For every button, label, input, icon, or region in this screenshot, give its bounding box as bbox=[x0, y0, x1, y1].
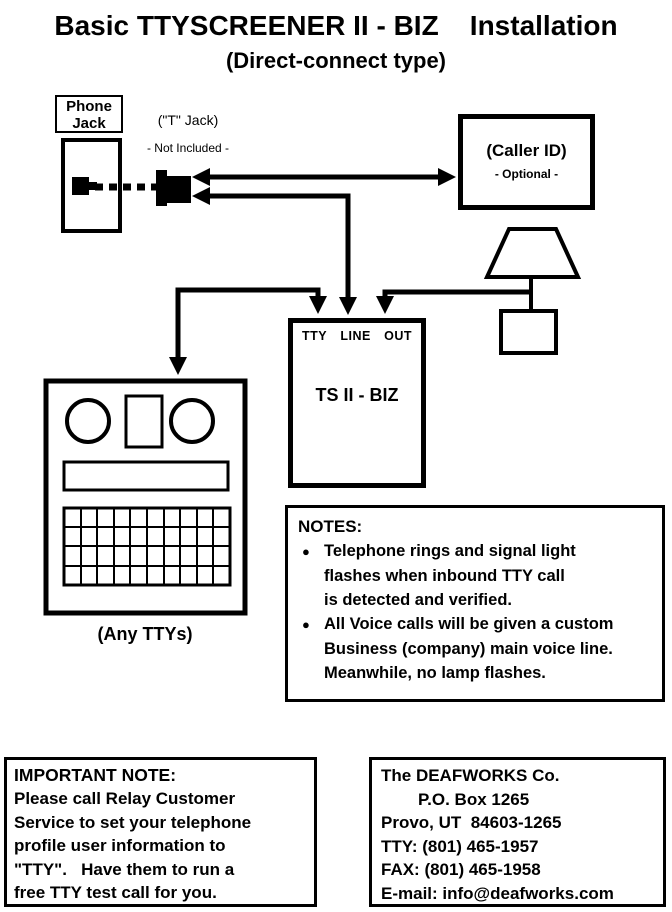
note-line: ● All Voice calls will be given a custom bbox=[296, 612, 654, 637]
tty-caption: (Any TTYs) bbox=[97, 624, 193, 644]
terminal-tty: TTY bbox=[302, 329, 328, 343]
terminal-labels: TTY LINE OUT bbox=[293, 323, 421, 343]
note-line: flashes when inbound TTY call bbox=[324, 567, 565, 585]
fax-line: FAX: (801) 465-1958 bbox=[381, 860, 541, 879]
notes-box: NOTES: ● Telephone rings and signal light… bbox=[285, 505, 665, 702]
caller-id-note: - Optional - bbox=[494, 167, 559, 181]
po-box-line: P.O. Box 1265 bbox=[418, 789, 530, 809]
t-jack-label: ("T" Jack) bbox=[157, 112, 219, 128]
bullet-icon: ● bbox=[302, 544, 310, 559]
important-note-line: free TTY test call for you. bbox=[14, 883, 217, 902]
page-subtitle: (Direct-connect type) bbox=[225, 48, 447, 73]
company-name: The DEAFWORKS Co. bbox=[381, 766, 560, 785]
tty-left-cup bbox=[65, 398, 111, 444]
arrow-lamp-to-out-terminal bbox=[376, 289, 530, 314]
important-note-heading: IMPORTANT NOTE: bbox=[14, 765, 177, 785]
ts-ii-biz-unit: TTY LINE OUT TS II - BIZ bbox=[288, 318, 426, 488]
terminal-out: OUT bbox=[384, 329, 412, 343]
important-note-line: Please call Relay Customer bbox=[14, 789, 236, 808]
tty-phone-line: TTY: (801) 465-1957 bbox=[381, 836, 539, 856]
contact-box: The DEAFWORKS Co. P.O. Box 1265 Provo, U… bbox=[369, 757, 666, 907]
important-note-line: Service to set your telephone bbox=[14, 812, 252, 832]
tty-right-cup bbox=[169, 398, 215, 444]
note-text: Telephone rings and signal light bbox=[324, 542, 576, 560]
important-note-line: profile user information to bbox=[14, 836, 226, 855]
important-note-box: IMPORTANT NOTE: Please call Relay Custom… bbox=[4, 757, 317, 907]
note-line: is detected and verified. bbox=[324, 591, 512, 609]
email-line: E-mail: info@deafworks.com bbox=[381, 883, 614, 903]
notes-heading: NOTES: bbox=[298, 517, 363, 536]
note-item: ● Telephone rings and signal light flashe… bbox=[296, 539, 654, 612]
tty-device-drawing bbox=[43, 378, 248, 616]
arrow-tjack-to-callerid bbox=[192, 168, 456, 186]
note-line: Business (company) main voice line. bbox=[324, 640, 613, 658]
phone-jack-drawing bbox=[61, 138, 122, 233]
page-title: Basic TTYSCREENER II - BIZ Installation bbox=[54, 10, 618, 41]
terminal-line: LINE bbox=[340, 329, 371, 343]
phone-jack-label-box: Phone Jack bbox=[55, 95, 123, 133]
tty-keyboard bbox=[62, 506, 232, 587]
phone-jack-label-line2: Jack bbox=[72, 115, 106, 132]
note-text: All Voice calls will be given a custom bbox=[324, 615, 614, 633]
unit-name: TS II - BIZ bbox=[315, 385, 399, 405]
arrow-tjack-to-line-terminal bbox=[192, 187, 357, 315]
important-note-line: "TTY". Have them to run a bbox=[14, 859, 235, 879]
caller-id-box: (Caller ID) - Optional - bbox=[458, 114, 595, 210]
tty-display-strip bbox=[62, 460, 230, 492]
bullet-icon: ● bbox=[302, 617, 310, 632]
city-line: Provo, UT 84603-1265 bbox=[381, 813, 562, 832]
lamp-drawing bbox=[483, 227, 582, 355]
note-line: Meanwhile, no lamp flashes. bbox=[324, 664, 546, 682]
t-jack-note: - Not Included - bbox=[146, 141, 230, 155]
t-jack-connector bbox=[156, 170, 191, 206]
note-item: ●All Voice calls will be given a custom … bbox=[296, 612, 654, 685]
note-line: ● Telephone rings and signal light bbox=[296, 539, 654, 564]
caller-id-label: (Caller ID) bbox=[486, 141, 567, 160]
phone-jack-label-line1: Phone bbox=[66, 98, 112, 115]
